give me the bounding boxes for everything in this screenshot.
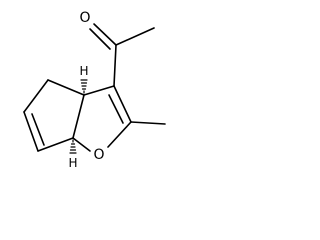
- hashed-wedge-top: [80, 79, 88, 94]
- stereo-h-bottom-label: H: [68, 156, 77, 170]
- hashed-wedge-bottom: [69, 139, 77, 154]
- bond-c3-c2-double: [108, 94, 124, 124]
- bond-c2-ring-oxygen: [107, 121, 132, 148]
- bond-c6-c6a: [37, 137, 74, 152]
- bond-c3a-c3: [83, 85, 115, 96]
- bond-c3-carbonyl-carbon: [113, 44, 117, 87]
- bond-ring-oxygen-c6a: [72, 137, 91, 152]
- ring-oxygen-label: O: [93, 147, 104, 163]
- bond-c3a-c4: [47, 79, 85, 96]
- bond-c3-c2-single: [113, 85, 132, 123]
- molecule-structure-diagram: O O H H: [23, 10, 166, 170]
- bond-c3a-c6a: [72, 94, 85, 139]
- bond-carbonyl-double-b: [89, 28, 111, 50]
- bond-c5-c6-double: [31, 113, 45, 146]
- bond-c4-c5: [23, 79, 49, 113]
- carbonyl-oxygen-label: O: [79, 10, 90, 26]
- bond-carbonyl-double-a: [93, 23, 117, 46]
- stereo-h-top-label: H: [79, 64, 88, 78]
- bond-c2-methyl: [130, 121, 166, 125]
- bond-carbonyl-methyl: [115, 27, 155, 46]
- bond-c5-c6-single: [23, 111, 39, 152]
